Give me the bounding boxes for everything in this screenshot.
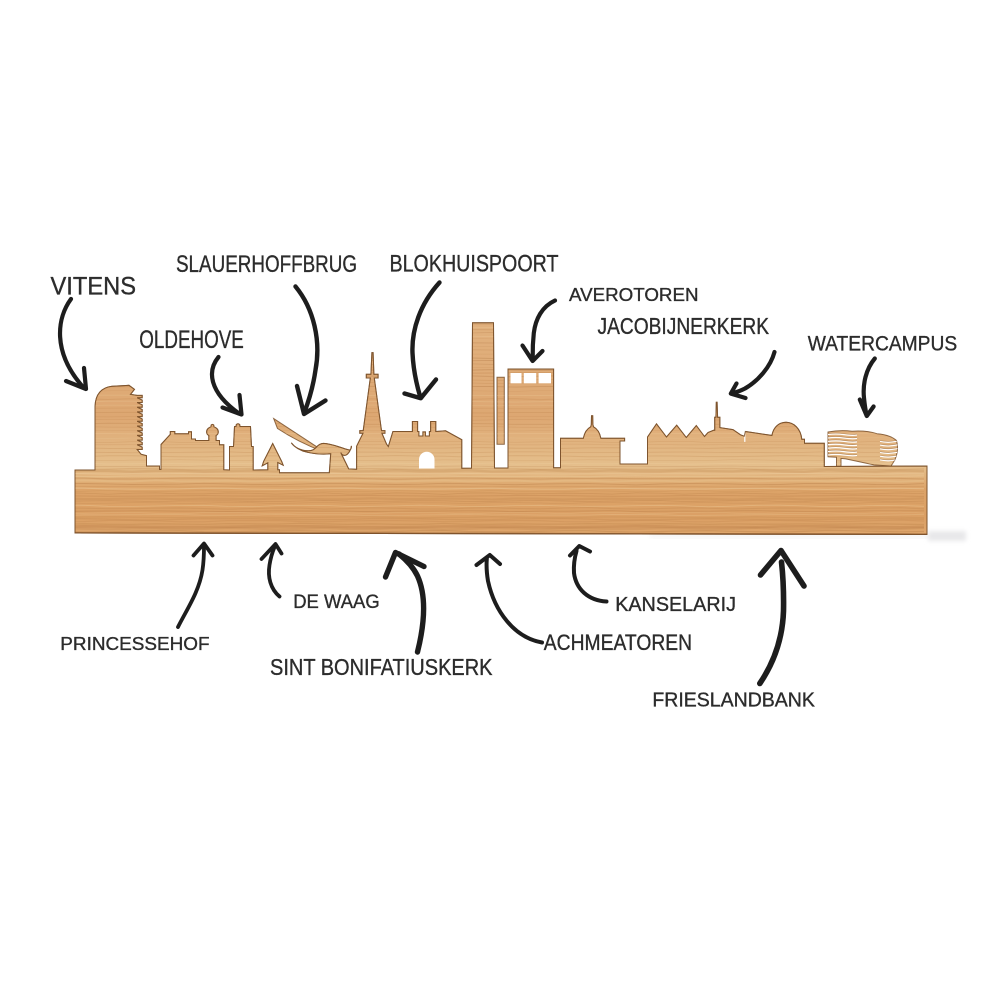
svg-text:KANSELARIJ: KANSELARIJ <box>615 594 736 616</box>
svg-text:WATERCAMPUS: WATERCAMPUS <box>808 332 958 356</box>
svg-text:PRINCESSEHOF: PRINCESSEHOF <box>60 634 209 655</box>
svg-text:JACOBIJNERKERK: JACOBIJNERKERK <box>598 313 770 339</box>
svg-text:VITENS: VITENS <box>51 273 137 301</box>
svg-text:SINT BONIFATIUSKERK: SINT BONIFATIUSKERK <box>270 654 493 680</box>
svg-text:AVEROTOREN: AVEROTOREN <box>569 285 699 306</box>
svg-text:BLOKHUISPOORT: BLOKHUISPOORT <box>390 251 559 278</box>
svg-text:FRIESLANDBANK: FRIESLANDBANK <box>652 690 815 712</box>
svg-text:DE WAAG: DE WAAG <box>293 591 380 613</box>
svg-text:ACHMEATOREN: ACHMEATOREN <box>544 630 692 655</box>
svg-text:OLDEHOVE: OLDEHOVE <box>139 326 244 354</box>
svg-text:SLAUERHOFFBRUG: SLAUERHOFFBRUG <box>176 251 357 278</box>
